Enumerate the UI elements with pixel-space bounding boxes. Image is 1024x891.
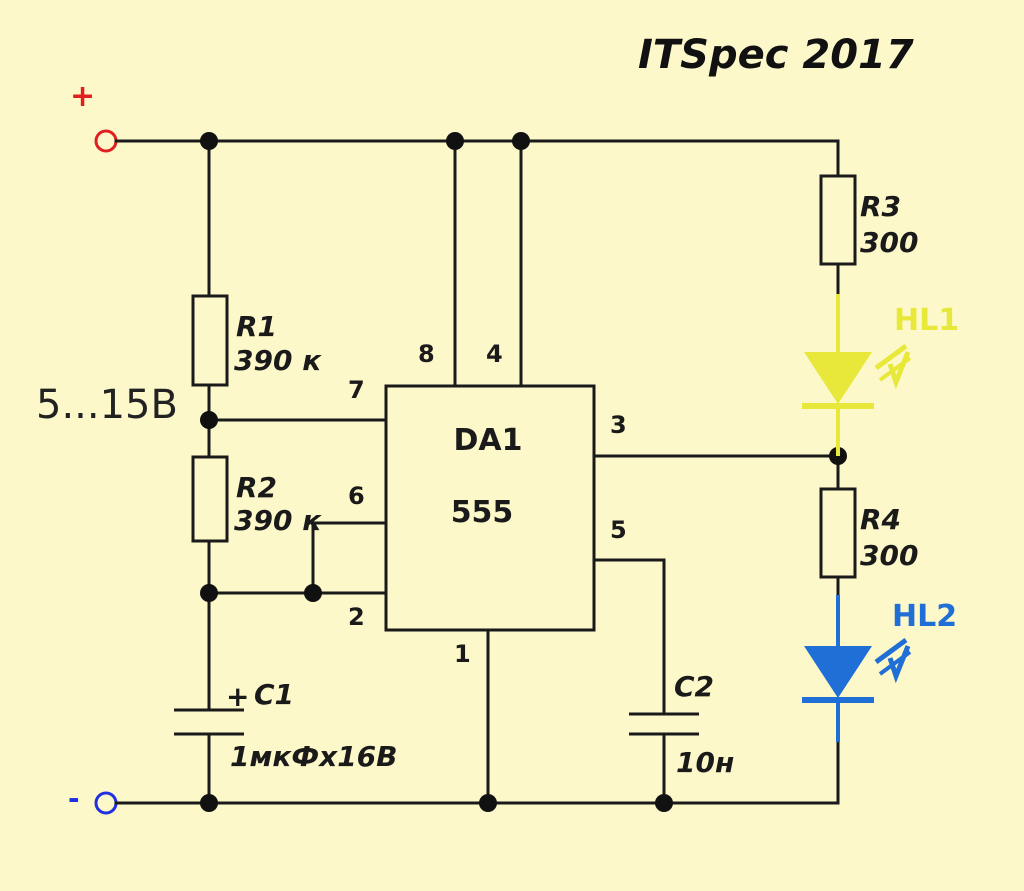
wires: [114, 139, 840, 805]
resistor-r4: R4 300: [819, 487, 918, 579]
r1-value: 390 к: [234, 344, 322, 377]
resistor-r2: R2 390 к: [191, 455, 322, 543]
r2-value: 390 к: [234, 504, 322, 537]
ic-name: DA1: [454, 423, 523, 458]
title-text: ITSpec 2017: [638, 32, 914, 78]
capacitor-c1: + C1 1мкФх16В: [174, 678, 398, 773]
hl1-name: HL1: [894, 303, 959, 338]
pin-3-label: 3: [610, 411, 627, 439]
pin-7-label: 7: [348, 376, 365, 404]
capacitor-c2: C2 10н: [629, 670, 734, 779]
resistor-r3: R3 300: [819, 174, 918, 266]
minus-terminal: [94, 791, 118, 815]
plus-terminal: [94, 129, 118, 153]
pin-2-label: 2: [348, 603, 365, 631]
plus-sign: +: [70, 79, 95, 114]
r4-value: 300: [860, 539, 918, 572]
pin-1-label: 1: [454, 640, 471, 668]
resistor-r1: R1 390 к: [191, 294, 322, 387]
supply-voltage-label: 5...15В: [36, 382, 178, 428]
junctions: [200, 132, 847, 812]
r1-name: R1: [236, 310, 277, 343]
minus-sign: -: [68, 782, 80, 815]
pin-5-label: 5: [610, 516, 627, 544]
c2-value: 10н: [676, 746, 734, 779]
r4-name: R4: [860, 503, 901, 536]
c1-name: C1: [254, 678, 294, 711]
led-hl2: HL2: [802, 595, 957, 742]
hl2-name: HL2: [892, 599, 957, 634]
c2-name: C2: [674, 670, 714, 703]
c1-value: 1мкФх16В: [230, 740, 398, 773]
r3-name: R3: [860, 190, 901, 223]
pin-8-label: 8: [418, 340, 435, 368]
ic-type: 555: [451, 495, 514, 530]
r3-value: 300: [860, 226, 918, 259]
pin-6-label: 6: [348, 482, 365, 510]
c1-polarity: +: [226, 680, 249, 713]
pin-4-label: 4: [486, 340, 503, 368]
r2-name: R2: [236, 471, 277, 504]
ic-body: [384, 384, 596, 632]
led-hl1: HL1: [802, 294, 959, 456]
ic-da1: DA1 555 7 8 4 6 2 1 3 5: [348, 340, 627, 668]
